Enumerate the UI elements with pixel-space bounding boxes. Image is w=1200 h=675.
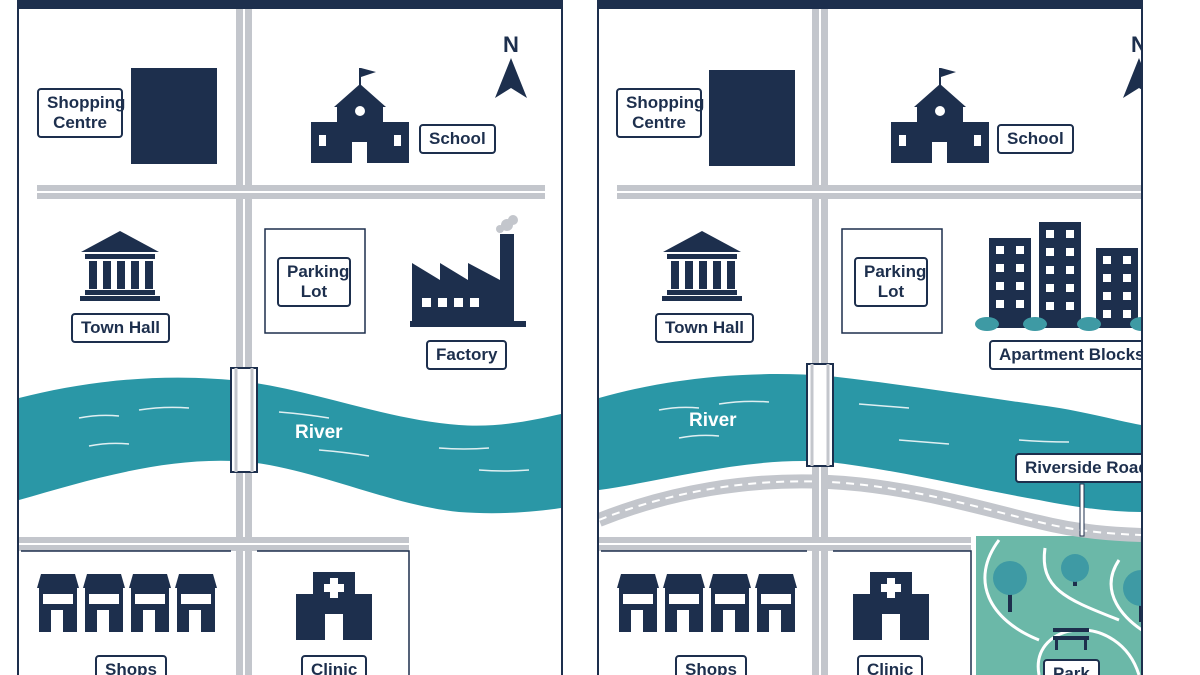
town-hall-icon [662,231,742,301]
map-canvas-before [19,9,561,675]
label-river: River [689,410,737,431]
map-canvas-after [599,9,1141,675]
north-compass: N [491,32,531,102]
map-panel-after: Shopping Centre School Town Hall Parking… [597,0,1143,675]
north-arrow-icon [495,58,527,98]
north-label: N [1119,32,1141,58]
school-icon [311,68,409,163]
clinic-icon [853,572,929,640]
label-shops: Shops [675,655,747,675]
river-ripples [78,406,530,472]
label-riverside-road: Riverside Road [1015,453,1141,483]
road-sign-pole [1079,483,1085,537]
river [19,377,561,514]
label-shops: Shops [95,655,167,675]
label-town-hall: Town Hall [655,313,755,343]
park-paths [983,539,1141,675]
label-factory: Factory [426,340,508,370]
map-panel-before: Shopping Centre School Town Hall Parking… [17,0,563,675]
label-clinic: Clinic [857,655,924,675]
label-parking-lot: Parking Lot [854,257,928,307]
park-area [975,535,1141,675]
tree-icon [993,561,1027,612]
shops-icon [37,574,217,632]
north-label: N [503,32,519,57]
town-hall-icon [80,231,160,301]
parking-lot-area [841,228,943,334]
label-river: River [295,422,343,443]
label-town-hall: Town Hall [71,313,171,343]
bench-icon [1053,628,1089,650]
panel-header-bar [599,0,1141,9]
factory-icon [410,215,526,327]
label-apartment-blocks: Apartment Blocks [989,340,1141,370]
label-shopping-centre: Shopping Centre [616,88,704,138]
river [599,374,1141,512]
label-clinic: Clinic [301,655,368,675]
shopping-centre-building [131,68,217,164]
clinic-icon [296,572,372,640]
apartment-blocks-icon [975,222,1141,331]
north-arrow-icon [1123,58,1141,98]
school-icon [891,68,989,163]
label-park: Park [1043,659,1100,675]
tree-icon [1123,570,1141,622]
label-school: School [997,124,1074,154]
shops-icon [617,574,797,632]
north-compass: N [1119,32,1141,102]
label-parking-lot: Parking Lot [277,257,351,307]
tree-icon [1061,554,1089,586]
shopping-centre-building [709,70,795,166]
label-school: School [419,124,496,154]
parking-lot-area [264,228,366,334]
label-shopping-centre: Shopping Centre [37,88,125,138]
panel-header-bar [19,0,561,9]
